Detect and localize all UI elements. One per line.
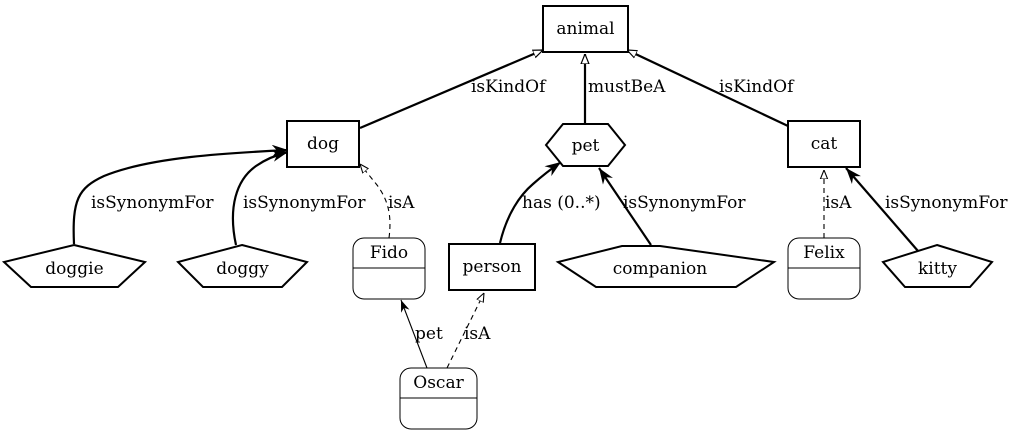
edge-dog-animal: isKindOf: [359, 48, 547, 130]
edge-label-pet-animal: mustBeA: [588, 77, 666, 97]
edge-label-felix-cat: isA: [825, 193, 852, 213]
edge-label-person-pet: has (0..*): [522, 193, 601, 213]
node-label-kitty: kitty: [918, 259, 957, 279]
edge-label-fido-dog: isA: [388, 193, 415, 213]
node-felix: Felix: [787, 237, 861, 300]
edge-label-doggie-dog: isSynonymFor: [91, 193, 214, 213]
node-label-doggy: doggy: [216, 259, 269, 279]
node-animal: animal: [542, 5, 629, 53]
edge-label-dog-animal: isKindOf: [471, 77, 547, 97]
node-doggy: doggy: [176, 243, 309, 288]
node-label-doggie: doggie: [45, 259, 103, 279]
edge-pet-animal: mustBeA: [585, 54, 666, 123]
edge-felix-cat: isA: [824, 170, 852, 238]
node-label-fido: Fido: [370, 243, 408, 263]
edge-companion-pet: isSynonymFor: [598, 167, 746, 246]
edge-doggie-dog: isSynonymFor: [72, 144, 289, 245]
node-oscar: Oscar: [399, 367, 478, 430]
node-person: person: [448, 243, 536, 291]
edge-kitty-cat: isSynonymFor: [845, 167, 1008, 252]
node-label-dog: dog: [307, 134, 339, 154]
edge-person-pet: has (0..*): [498, 161, 601, 244]
edge-doggy-dog: isSynonymFor: [231, 150, 366, 246]
node-companion: companion: [555, 245, 777, 288]
node-label-felix: Felix: [803, 243, 845, 263]
edge-label-kitty-cat: isSynonymFor: [885, 193, 1008, 213]
node-label-cat: cat: [811, 134, 838, 154]
edge-label-cat-animal: isKindOf: [719, 77, 795, 97]
edge-label-oscar-fido: pet: [415, 324, 443, 344]
node-dog: dog: [286, 120, 360, 168]
edge-cat-animal: isKindOf: [627, 49, 795, 127]
node-kitty: kitty: [881, 243, 994, 288]
edge-label-doggy-dog: isSynonymFor: [243, 193, 366, 213]
node-label-animal: animal: [556, 19, 614, 39]
edge-fido-dog: isA: [360, 164, 415, 239]
edge-oscar-fido: pet: [400, 299, 443, 369]
node-label-person: person: [463, 257, 522, 277]
node-label-pet: pet: [572, 136, 600, 156]
node-doggie: doggie: [1, 243, 148, 288]
node-label-oscar: Oscar: [413, 373, 464, 393]
node-fido: Fido: [352, 237, 426, 300]
edge-label-oscar-person: isA: [464, 324, 491, 344]
node-cat: cat: [787, 120, 861, 168]
edge-oscar-person: isA: [446, 293, 491, 369]
edge-label-companion-pet: isSynonymFor: [623, 193, 746, 213]
node-label-companion: companion: [613, 259, 708, 279]
node-pet: pet: [544, 123, 627, 167]
